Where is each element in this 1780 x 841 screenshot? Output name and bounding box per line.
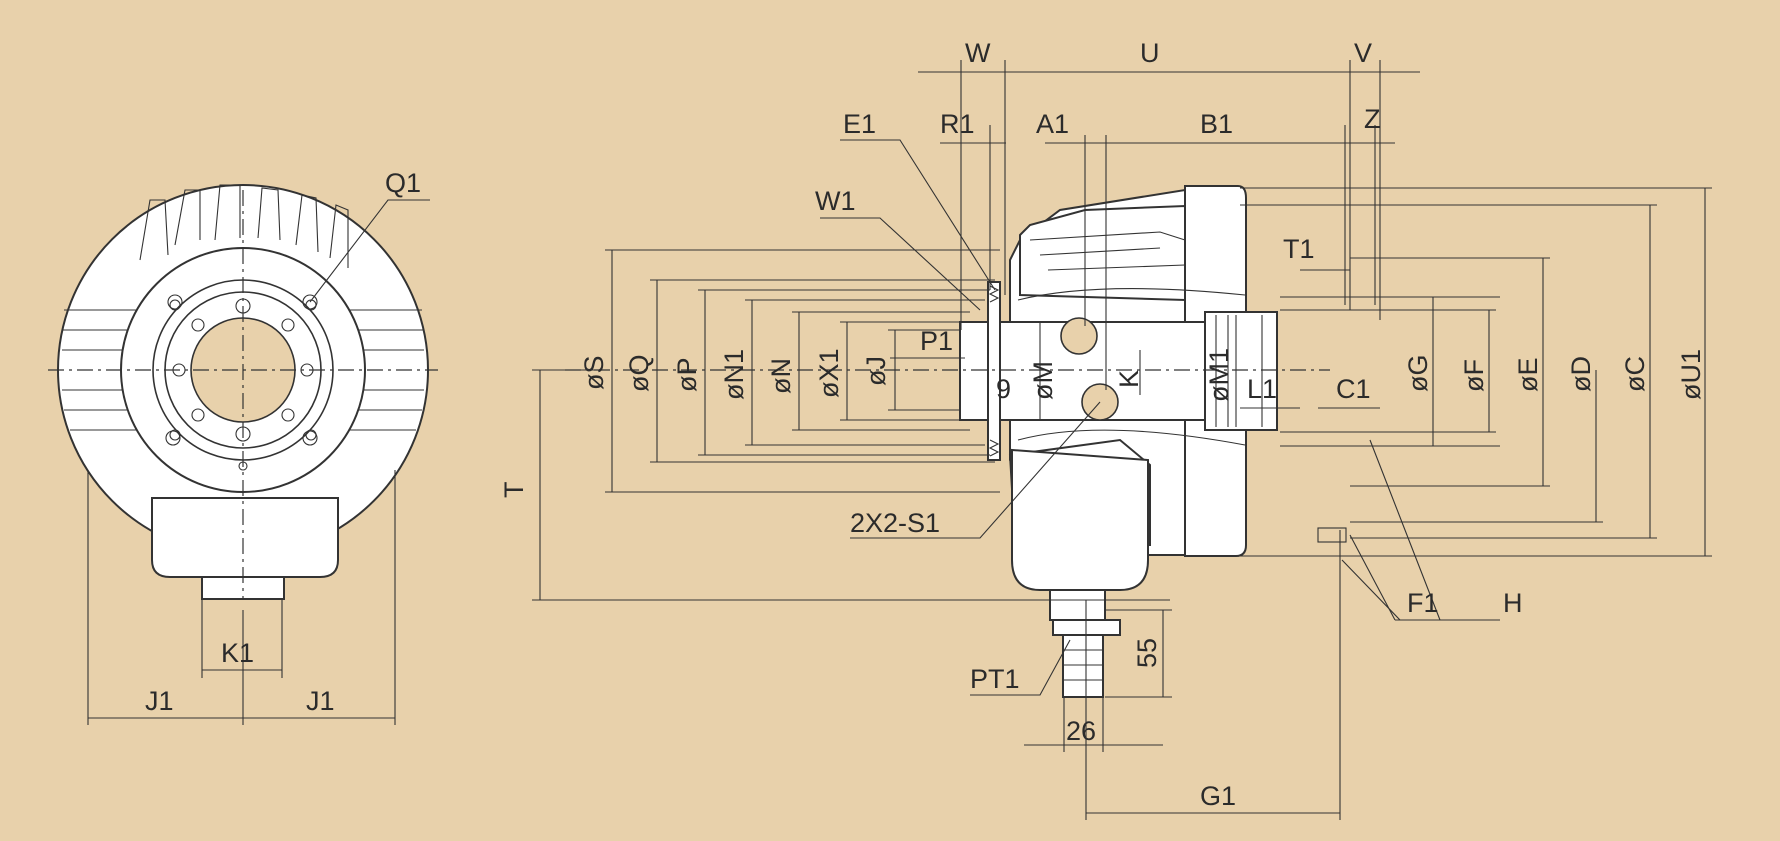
upper-cover — [1019, 204, 1186, 302]
set-screw — [1317, 527, 1347, 543]
label-dia-j: øJ — [861, 356, 891, 386]
front-view: Q1 J1 J1 K1 — [48, 168, 438, 725]
label-dia-d: øD — [1566, 356, 1596, 392]
label-e1: E1 — [843, 109, 876, 139]
lower-block-outline — [151, 497, 339, 578]
side-view: W U V Z E1 R1 A1 B1 W1 T1 P1 — [499, 38, 1712, 820]
cooling-fins — [62, 184, 424, 431]
hose-barb — [1062, 634, 1104, 698]
label-l1: L1 — [1247, 374, 1277, 404]
label-pt1: PT1 — [970, 664, 1020, 694]
left-diameter-dimensions — [605, 249, 1141, 493]
fitting-base — [1049, 589, 1106, 621]
dim-55 — [1105, 609, 1172, 698]
dim-g1 — [1085, 530, 1341, 820]
label-55: 55 — [1132, 638, 1162, 668]
label-f1: F1 — [1407, 588, 1439, 618]
leaders-top — [820, 139, 1350, 359]
right-diameter-dimensions — [1240, 187, 1712, 557]
label-h: H — [1503, 588, 1523, 618]
label-q1: Q1 — [385, 168, 421, 198]
label-dia-e: øE — [1513, 357, 1543, 392]
t-dimension — [532, 369, 1170, 601]
label-z: Z — [1364, 104, 1381, 134]
label-dia-q: øQ — [624, 355, 654, 393]
label-b1: B1 — [1200, 109, 1233, 139]
label-dia-n: øN — [766, 358, 796, 394]
label-2x2-s1: 2X2-S1 — [850, 508, 940, 538]
label-k: K — [1114, 370, 1144, 388]
label-dia-u1: øU1 — [1676, 349, 1706, 400]
label-dia-f: øF — [1459, 359, 1489, 392]
lower-leaders — [850, 401, 1500, 696]
label-dia-g: øG — [1403, 355, 1433, 393]
label-v: V — [1354, 38, 1372, 68]
label-w1: W1 — [815, 186, 856, 216]
label-p1: P1 — [920, 326, 953, 356]
dim-26 — [1024, 697, 1163, 752]
label-t1: T1 — [1283, 234, 1315, 264]
label-j1-left: J1 — [145, 686, 174, 716]
label-dia-p: øP — [672, 357, 702, 392]
top-dimensions — [918, 60, 1420, 390]
label-nine: 9 — [996, 374, 1011, 404]
label-dia-c: øC — [1620, 356, 1650, 392]
label-dia-x1: øX1 — [814, 348, 844, 398]
label-r1: R1 — [940, 109, 975, 139]
label-26: 26 — [1066, 716, 1096, 746]
rear-nose — [1204, 311, 1278, 431]
label-dia-m: øM — [1028, 361, 1058, 400]
label-j1-right: J1 — [306, 686, 335, 716]
label-c1: C1 — [1336, 374, 1371, 404]
lower-junction-box — [1011, 448, 1149, 591]
port-hole-upper — [1060, 317, 1098, 355]
label-g1: G1 — [1200, 781, 1236, 811]
label-t: T — [499, 482, 529, 499]
label-dia-m1: øM1 — [1204, 348, 1234, 402]
label-a1: A1 — [1036, 109, 1069, 139]
label-k1: K1 — [221, 638, 254, 668]
label-dia-n1: øN1 — [719, 349, 749, 400]
front-thread — [987, 281, 1001, 461]
label-w: W — [965, 38, 991, 68]
label-dia-s: øS — [579, 355, 609, 390]
label-u: U — [1140, 38, 1160, 68]
q1-leader — [309, 199, 430, 303]
